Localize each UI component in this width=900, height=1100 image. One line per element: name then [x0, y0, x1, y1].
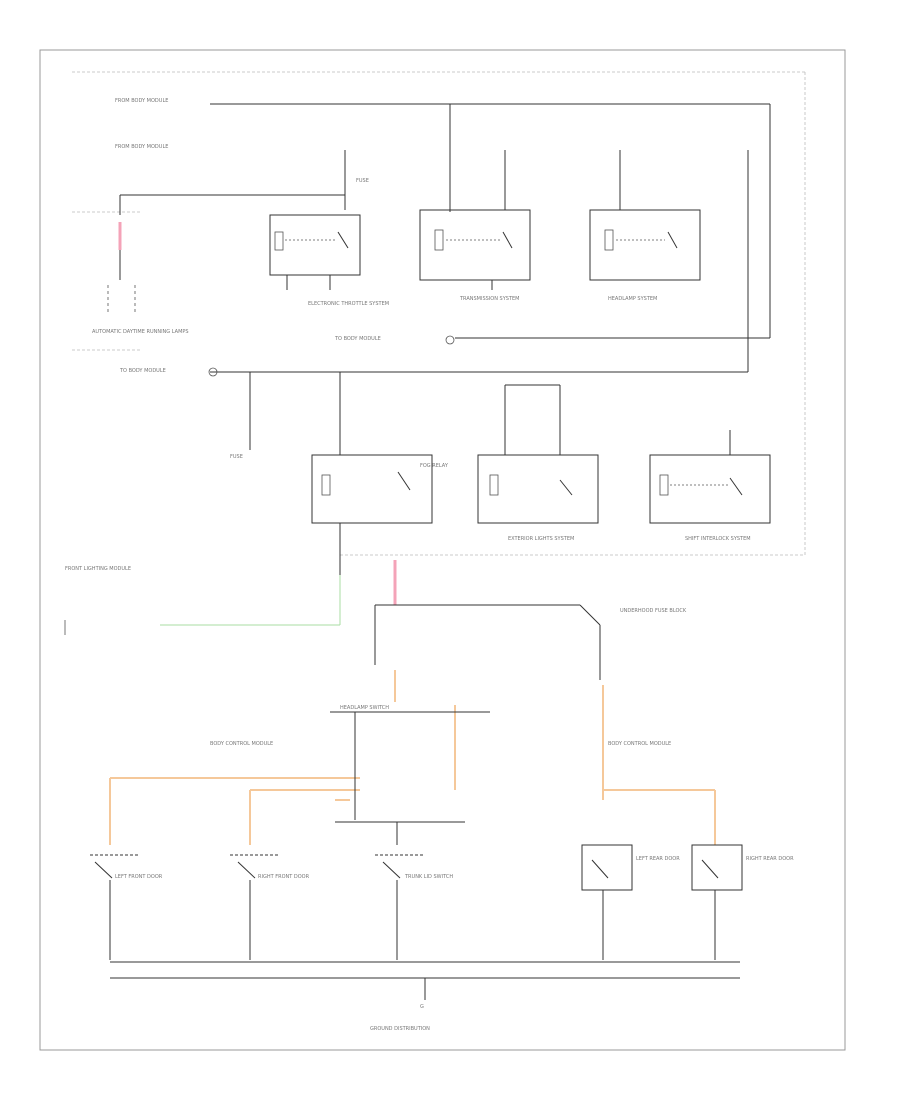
switch-1-caption: LEFT FRONT DOOR — [115, 874, 163, 880]
switch-3 — [375, 854, 425, 960]
relay-6 — [649, 454, 771, 524]
fuse-upper-label: FUSE — [356, 178, 369, 184]
center-feed — [374, 560, 601, 680]
left-connector-caption: AUTOMATIC DAYTIME RUNNING LAMPS — [92, 329, 189, 335]
switch-2-caption: RIGHT FRONT DOOR — [258, 874, 310, 880]
switch-3-caption: TRUNK LID SWITCH — [404, 874, 453, 880]
switch-1 — [90, 854, 140, 960]
center-note: BODY CONTROL MODULE — [210, 741, 273, 747]
relay-1-caption: ELECTRONIC THROTTLE SYSTEM — [308, 301, 389, 307]
green-wire — [64, 555, 341, 635]
switch-4 — [581, 844, 633, 960]
left-connector — [107, 222, 136, 315]
diagram-frame — [39, 49, 846, 1051]
relay-5-caption: EXTERIOR LIGHTS SYSTEM — [508, 536, 574, 542]
left-mid-note: TO BODY MODULE — [119, 368, 166, 374]
top-left-label-1: FROM BODY MODULE — [115, 98, 168, 104]
relay-3 — [589, 209, 701, 281]
center-module — [330, 711, 490, 845]
relay-3-caption: HEADLAMP SYSTEM — [608, 296, 657, 302]
relay-4 — [311, 454, 433, 555]
fuse-block-left-caption: FUSE — [230, 454, 243, 460]
switch-5-caption: RIGHT REAR DOOR — [746, 856, 794, 862]
relay-5 — [477, 454, 599, 524]
relay-4-caption: FOG RELAY — [420, 463, 449, 469]
relay-2 — [419, 209, 531, 290]
right-note: BODY CONTROL MODULE — [608, 741, 671, 747]
switch-5 — [691, 844, 743, 960]
switch-4-caption: LEFT REAR DOOR — [636, 856, 680, 862]
right-lower-note: UNDERHOOD FUSE BLOCK — [620, 608, 687, 614]
mid-note: TO BODY MODULE — [334, 336, 381, 342]
relay-1 — [269, 214, 361, 290]
bottom-caption: GROUND DISTRIBUTION — [370, 1026, 430, 1032]
left-lower-note: FRONT LIGHTING MODULE — [65, 566, 131, 572]
relay-2-caption: TRANSMISSION SYSTEM — [459, 296, 519, 302]
ground-bus — [110, 961, 740, 1000]
relay-6-caption: SHIFT INTERLOCK SYSTEM — [685, 536, 751, 542]
ground-label: G — [420, 1004, 424, 1010]
center-module-label: HEADLAMP SWITCH — [340, 705, 389, 711]
top-bus — [119, 103, 771, 372]
mid-bus — [208, 335, 770, 455]
upper-component-boundary — [72, 71, 806, 556]
switch-2 — [230, 854, 280, 960]
top-left-label-2: FROM BODY MODULE — [115, 144, 168, 150]
orange-wires — [109, 670, 716, 845]
